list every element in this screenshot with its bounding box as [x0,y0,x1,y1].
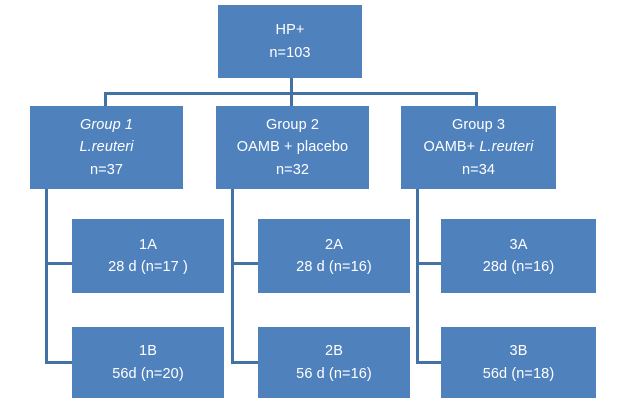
node-arm-2b[interactable]: 2B 56 d (n=16) [258,327,410,398]
node-group-3-count: n=34 [461,161,496,178]
node-arm-1b-detail: 56d (n=20) [112,365,184,382]
node-group-2[interactable]: Group 2 OAMB + placebo n=32 [216,106,369,189]
node-arm-3b-detail: 56d (n=18) [482,365,555,382]
node-arm-1b-label: 1B [139,343,157,360]
connector-group-3-to-arm-b [416,361,442,364]
node-group-2-label: Group 2 [265,117,320,134]
node-arm-1a-label: 1A [139,236,157,253]
connector-group-2-to-arm-b [231,361,259,364]
node-root-line-1: HP+ [275,22,305,39]
node-arm-1a-detail: 28 d (n=17 ) [108,259,188,275]
node-root[interactable]: HP+ n=103 [218,5,362,78]
node-arm-1b[interactable]: 1B 56d (n=20) [72,327,224,398]
connector-drop-group-1 [104,92,107,108]
node-arm-2a-detail: 28 d (n=16) [296,259,372,275]
node-arm-2b-label: 2B [325,343,343,360]
node-group-1-count: n=37 [89,161,124,178]
node-arm-3b[interactable]: 3B 56d (n=18) [441,327,596,398]
connector-group-2-spine [231,188,234,364]
node-group-3-treatment-prefix: OAMB+ [423,139,480,156]
node-arm-3a-label: 3A [509,236,528,253]
node-group-3-label: Group 3 [451,117,506,134]
node-group-3-treatment-species: L.reuteri [479,139,534,156]
connector-group-1-to-arm-a [45,262,73,265]
connector-group-1-spine [45,188,48,364]
node-group-3-treatment: OAMB+ L.reuteri [401,136,556,158]
connector-group-1-to-arm-b [45,361,73,364]
node-arm-2a[interactable]: 2A 28 d (n=16) [258,219,410,293]
node-arm-1a[interactable]: 1A 28 d (n=17 ) [72,219,224,293]
node-root-line-2: n=103 [269,44,311,61]
connector-group-2-to-arm-a [231,262,259,265]
node-group-1[interactable]: Group 1 L.reuteri n=37 [30,106,183,189]
node-arm-2b-detail: 56 d (n=16) [296,365,372,382]
node-group-1-treatment: L.reuteri [79,139,134,156]
connector-group-3-to-arm-a [416,262,442,265]
node-group-1-label: Group 1 [79,117,134,134]
node-arm-3a-detail: 28d (n=16) [482,259,555,275]
node-group-2-treatment: OAMB + placebo [236,139,349,156]
node-arm-3b-label: 3B [509,343,528,360]
node-group-3[interactable]: Group 3 OAMB+ L.reuteri n=34 [401,106,556,189]
connector-drop-group-2 [290,92,293,108]
node-arm-3a[interactable]: 3A 28d (n=16) [441,219,596,293]
connector-drop-group-3 [475,92,478,108]
node-group-2-count: n=32 [275,161,310,178]
node-arm-2a-label: 2A [325,236,343,253]
connector-group-3-spine [416,188,419,364]
